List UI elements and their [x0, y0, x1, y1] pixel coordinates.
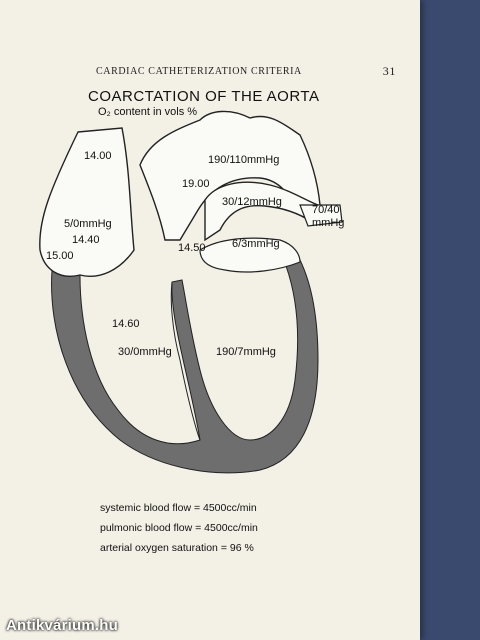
- systemic-flow: systemic blood flow = 4500cc/min: [100, 502, 257, 514]
- label-pa-pressure: 30/12mmHg: [222, 196, 282, 208]
- book-page: CARDIAC CATHETERIZATION CRITERIA 31 COAR…: [0, 0, 420, 640]
- label-ra-o2: 14.40: [72, 234, 100, 246]
- label-ra-pressure: 5/0mmHg: [64, 218, 112, 230]
- figure-title: COARCTATION OF THE AORTA: [88, 88, 320, 105]
- label-la-pressure: 6/3mmHg: [232, 238, 280, 250]
- label-aorta-pressure: 190/110mmHg: [208, 154, 280, 166]
- label-rv-o2: 14.60: [112, 318, 140, 330]
- running-title: CARDIAC CATHETERIZATION CRITERIA: [96, 66, 302, 77]
- ventricle-wall: [51, 259, 319, 474]
- left-atrium: [199, 237, 301, 273]
- running-header: CARDIAC CATHETERIZATION CRITERIA 31: [96, 64, 396, 78]
- septum: [170, 281, 201, 441]
- label-rv-pressure: 30/0mmHg: [118, 346, 172, 358]
- page-number: 31: [382, 64, 396, 78]
- aortic-arch: [139, 110, 321, 241]
- pulmonary-veins: [299, 204, 343, 227]
- watermark: Antikvárium.hu: [6, 617, 118, 634]
- label-ivc-o2: 15.00: [46, 250, 74, 262]
- heart-diagram: [39, 110, 343, 474]
- pulmonic-flow: pulmonic blood flow = 4500cc/min: [100, 522, 258, 534]
- label-svc-o2: 14.00: [84, 150, 112, 162]
- figure-footer: systemic blood flow = 4500cc/min pulmoni…: [100, 498, 258, 558]
- right-atrium: [39, 127, 135, 277]
- label-pv-pressure: 70/40 mmHg: [312, 204, 345, 229]
- label-lv-pressure: 190/7mmHg: [216, 346, 276, 358]
- label-pa-o2: 14.50: [178, 242, 206, 254]
- oxygen-saturation: arterial oxygen saturation = 96 %: [100, 542, 254, 554]
- label-aorta-o2: 19.00: [182, 178, 210, 190]
- figure-subtitle: O₂ content in vols %: [98, 106, 198, 118]
